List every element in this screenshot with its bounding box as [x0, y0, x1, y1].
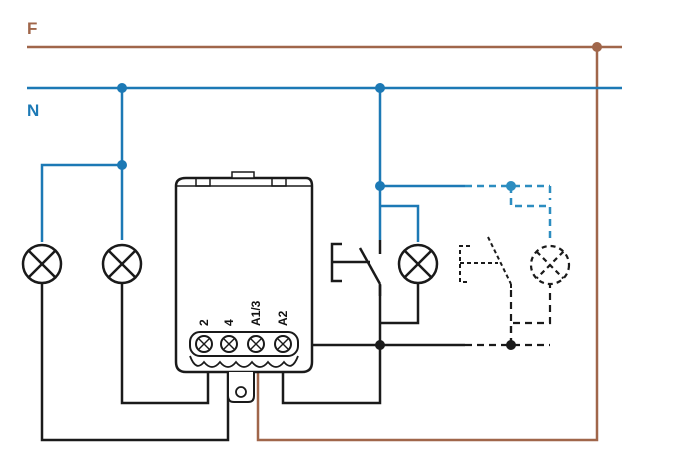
phase-line	[27, 45, 622, 442]
dashed-load-wires	[465, 285, 552, 347]
phase-junction	[592, 42, 602, 52]
lamp-icon	[21, 243, 63, 285]
dashed-neutral-junction	[506, 181, 516, 191]
terminal-label-a13: A1/3	[249, 300, 263, 326]
load-junction	[375, 340, 385, 350]
neutral-label: N	[27, 101, 39, 120]
terminal-screw-slots	[198, 338, 289, 350]
relay-module	[174, 171, 314, 403]
pushbutton-icon	[459, 236, 512, 296]
neutral-junctions	[117, 83, 385, 191]
terminal-label-2: 2	[197, 319, 211, 326]
lamp-icon	[397, 243, 439, 285]
neutral-line	[27, 86, 622, 242]
terminal-label-4: 4	[222, 319, 236, 326]
lamp-icon	[529, 244, 571, 286]
lamp-icon	[101, 243, 143, 285]
terminal-label-a2: A2	[276, 310, 290, 326]
dashed-neutral-extension	[465, 184, 552, 243]
phase-label: F	[27, 19, 37, 38]
pushbutton-icon	[330, 240, 382, 296]
dashed-load-junction	[506, 340, 516, 350]
